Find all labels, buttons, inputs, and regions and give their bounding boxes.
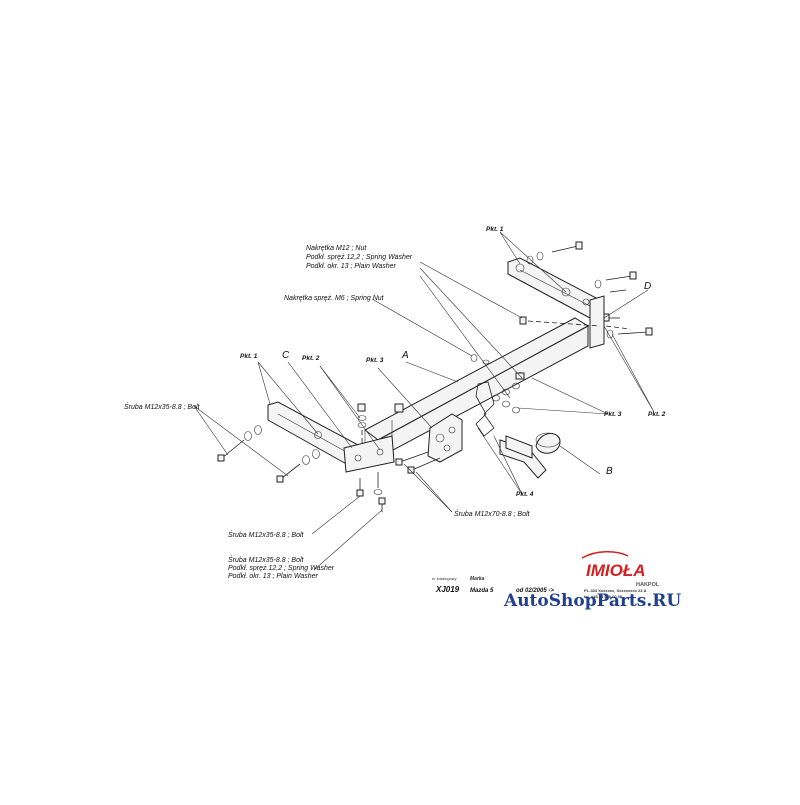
right-mounting-bracket (507, 257, 605, 349)
brand-name: Mazda 5 (470, 588, 494, 594)
date-range: od 02/2005 -> (516, 588, 554, 594)
letter-d: D (644, 281, 651, 292)
label-bolt-left: Śruba M12x35-8.8 ; Bolt (124, 402, 201, 411)
top-right-bolts (526, 241, 653, 339)
label-bolt-m70: Śruba M12x70-8.8 ; Bolt (454, 509, 531, 518)
model-code-header: nr katalogowy (432, 576, 458, 581)
point-4: Pkt. 4 (516, 491, 534, 498)
label-bolt-group: Śruba M12x35-8.8 ; Bolt (228, 555, 305, 564)
letter-a: A (401, 350, 409, 361)
watermark-text: AutoShopParts.RU (503, 591, 681, 611)
left-mounting-bracket (267, 401, 395, 473)
fixing-clip (394, 403, 404, 413)
label-spring-washer-top: Podkł. spręż.12,2 ; Spring Washer (306, 254, 413, 261)
letter-b: B (606, 466, 613, 477)
letter-c: C (282, 350, 290, 361)
left-bolts (217, 425, 320, 483)
nut-centerline (519, 316, 631, 330)
logo-address-1: PL-333 Xxxxxxx, Xxxxxxxxx 23 A (584, 588, 646, 593)
model-code: XJ019 (435, 585, 460, 594)
label-plain-washer-bottom: Podkł. okr. 13 ; Plain Washer (228, 573, 319, 580)
point-2-right: Pkt. 2 (648, 411, 666, 418)
label-spring-washer-bottom: Podkł. spręż.12,2 ; Spring Washer (228, 565, 335, 572)
label-plain-washer-top: Podkł. okr. 13 ; Plain Washer (306, 263, 397, 270)
logo-name: IMIOŁA (586, 561, 646, 580)
point-3-right: Pkt. 3 (604, 411, 622, 418)
leader-lines (193, 231, 655, 571)
imiola-logo: IMIOŁA HAKPOL PL-333 Xxxxxxx, Xxxxxxxxx … (581, 551, 660, 599)
point-2-left: Pkt. 2 (302, 355, 320, 362)
point-1-left: Pkt. 1 (240, 353, 258, 360)
label-nut-m12: Nakrętka M12 ; Nut (306, 245, 367, 252)
tow-ball-arm (499, 432, 561, 479)
point-3-center: Pkt. 3 (366, 357, 384, 364)
label-spring-nut: Nakrętka spręż. M6 ; Spring Nut (284, 295, 385, 302)
watermark: AutoShopParts.RU (503, 591, 681, 611)
left-vertical-fasteners (356, 403, 386, 512)
logo-address-2: tel. +48 44 000 00 00 (584, 594, 623, 599)
point-1-top: Pkt. 1 (486, 226, 504, 233)
logo-sub: HAKPOL (636, 582, 660, 588)
brand-header: Marka (470, 576, 485, 582)
title-block: nr katalogowy XJ019 Marka Mazda 5 od 02/… (432, 576, 554, 594)
center-flange-plate (427, 381, 495, 463)
label-bolt-bottom: Śruba M12x35-8.8 ; Bolt (228, 530, 305, 539)
